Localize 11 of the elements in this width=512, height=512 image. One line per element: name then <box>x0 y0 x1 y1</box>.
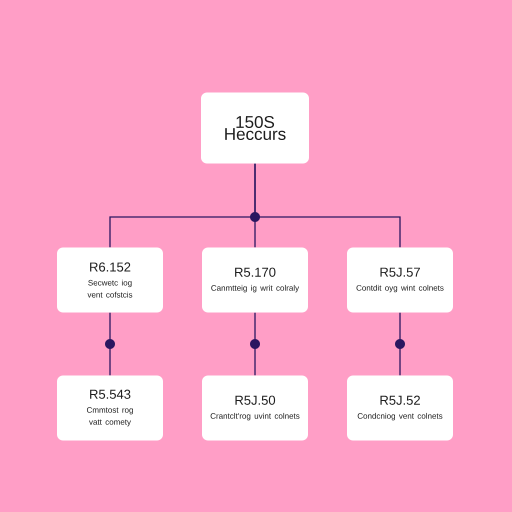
value-box: R5J.57 Contdit oyg wint colnets <box>347 248 453 312</box>
value-box: R5J.52 Condcniog vent colnets <box>347 376 453 440</box>
value-box: R5.543 Cmmtost rog vatt comety <box>57 376 163 440</box>
value-box: R5.170 Canmtteig ig writ colraly <box>202 248 308 312</box>
connector-line <box>109 312 111 376</box>
connector-line <box>254 312 256 376</box>
value-box: R5J.50 Crantclt'rog uvint colnets <box>202 376 308 440</box>
value-box: R6.152 Secwetc iog vent cofstcis <box>57 248 163 312</box>
connector-line <box>399 312 401 376</box>
connector-line <box>254 164 401 248</box>
value-box: 150S Heccurs <box>201 92 309 164</box>
